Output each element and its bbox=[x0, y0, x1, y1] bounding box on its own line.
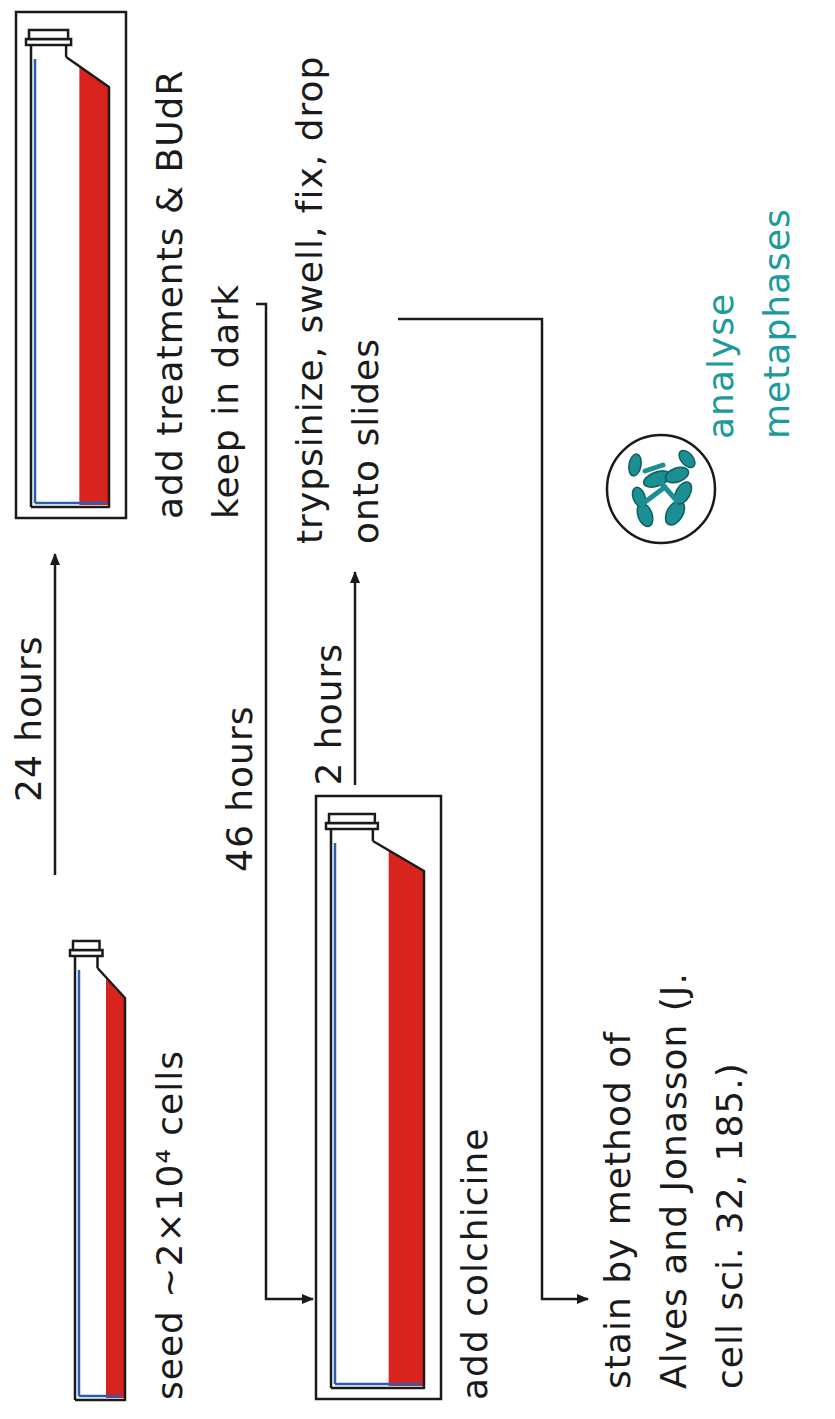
flask-inner-line bbox=[79, 970, 122, 1396]
flask-inner-line bbox=[35, 59, 106, 503]
flask-cap bbox=[29, 30, 68, 39]
node-graphic bbox=[70, 920, 128, 1400]
duration-label: 2 hours bbox=[307, 640, 351, 789]
flask-frame bbox=[316, 796, 441, 1399]
step-text: trypsinize, swell, fix, drop onto slides bbox=[282, 39, 394, 544]
step-text: stain by method of Alves and Jonasson (J… bbox=[590, 949, 758, 1389]
framed-flask-box: add treatments & BUdR keep in dark bbox=[15, 11, 254, 519]
flask-cap bbox=[329, 814, 375, 823]
step-text: stain by method of Alves and Jonasson (J… bbox=[590, 949, 758, 1389]
flask-cap bbox=[73, 941, 100, 950]
culture-flask bbox=[70, 941, 125, 1400]
culture-medium bbox=[79, 67, 108, 505]
chromosome bbox=[676, 447, 698, 470]
chromosome bbox=[627, 453, 643, 477]
node-graphic bbox=[605, 433, 717, 545]
flask-inner-line bbox=[335, 843, 421, 1384]
step-text: add treatments & BUdR keep in dark bbox=[142, 11, 254, 519]
flask-outline bbox=[75, 956, 125, 1400]
step-text: seed ~2×10⁴ cells bbox=[142, 920, 198, 1400]
flask-outline bbox=[331, 829, 424, 1388]
duration-label: 24 hours bbox=[7, 633, 51, 805]
node-graphic bbox=[15, 11, 127, 519]
metaphase-box: analyse metaphases bbox=[605, 85, 805, 545]
timeline-arrow bbox=[54, 554, 57, 875]
step-text: add colchicine bbox=[447, 795, 503, 1400]
step-text: trypsinize, swell, fix, drop onto slides bbox=[282, 39, 394, 544]
culture-medium bbox=[106, 978, 124, 1398]
culture-medium bbox=[389, 851, 423, 1386]
result-text: analyse metaphases bbox=[693, 159, 805, 439]
timeline-arrow bbox=[354, 572, 357, 785]
flask-outline bbox=[31, 45, 109, 507]
flask-box: seed ~2×10⁴ cells bbox=[70, 920, 198, 1400]
metaphase-field bbox=[607, 435, 715, 543]
chromatid bbox=[641, 465, 677, 505]
chromosome bbox=[663, 464, 690, 485]
node-graphic bbox=[315, 795, 442, 1400]
culture-flask bbox=[26, 30, 109, 507]
duration-label: 46 hours bbox=[218, 703, 262, 875]
culture-flask bbox=[326, 814, 424, 1388]
framed-flask-box: add colchicine bbox=[315, 795, 503, 1400]
flask-frame bbox=[16, 12, 126, 518]
